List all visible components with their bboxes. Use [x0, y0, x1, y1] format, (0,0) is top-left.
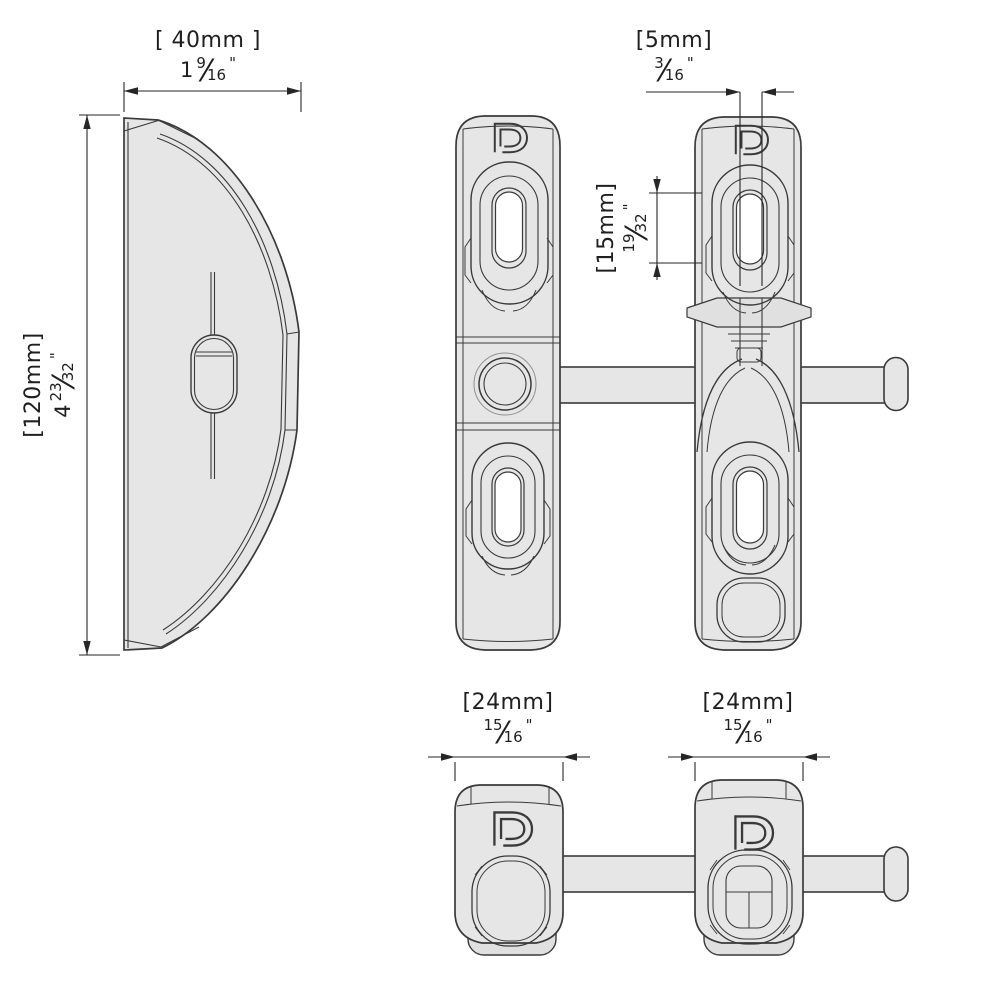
- dimension-depth-left-24: [428, 753, 590, 781]
- latch-knob: [478, 357, 532, 411]
- dim-width-40-metric: [ 40mm ]: [154, 28, 261, 53]
- keeper-side-recess: [707, 849, 793, 945]
- dim-depth-right-24-label: [24mm] 15⁄16": [668, 690, 828, 752]
- dimension-height-120: [79, 114, 120, 656]
- keeper-side-view: [694, 779, 804, 956]
- dim-depth-left-24-metric: [24mm]: [462, 690, 554, 715]
- dim-height-120-imperial: 423⁄32": [47, 352, 83, 418]
- dim-height-120-label: [120mm] 423⁄32": [21, 310, 83, 460]
- spindle-bottom-end-cap: [883, 846, 909, 902]
- latch-side-view: [454, 784, 564, 956]
- dim-slot-15-label: [15mm] 19⁄32": [594, 163, 656, 293]
- dim-slot-15-imperial: 19⁄32": [620, 203, 656, 253]
- dimension-width-40: [123, 82, 302, 112]
- latch-body: [455, 115, 561, 651]
- dimension-slot-15: [649, 176, 702, 280]
- latch-lower-boss: [471, 442, 545, 570]
- latch-upper-boss: [470, 161, 549, 305]
- keeper-lower-slot: [735, 470, 765, 544]
- dim-depth-left-24-imperial: 15⁄16": [483, 716, 533, 752]
- latch-upper-slot: [494, 191, 524, 263]
- dimension-depth-right-24: [668, 753, 830, 781]
- handle-outline: [123, 117, 300, 651]
- dim-depth-right-24-imperial: 15⁄16": [723, 716, 773, 752]
- keeper-upper-slot: [735, 193, 765, 265]
- latch-side-body: [454, 784, 564, 944]
- latch-front-view: [455, 115, 561, 651]
- dim-gap-5-imperial: 3⁄16": [654, 54, 694, 90]
- dim-height-120-metric: [120mm]: [21, 332, 46, 438]
- dimension-gap-5: [646, 88, 794, 286]
- keeper-front-view: [686, 116, 812, 651]
- dim-depth-left-24-label: [24mm] 15⁄16": [428, 690, 588, 752]
- keeper-bottom-recess: [716, 577, 786, 643]
- keeper-shoulders: [696, 358, 800, 453]
- keeper-side-body: [694, 779, 804, 944]
- keeper-upper-boss: [711, 164, 789, 306]
- keeper-lower-boss: [711, 441, 789, 575]
- spindle-end-cap: [883, 356, 909, 412]
- dim-slot-15-metric: [15mm]: [594, 182, 619, 274]
- latch-side-recess: [471, 855, 551, 947]
- dim-depth-right-24-metric: [24mm]: [702, 690, 794, 715]
- handle-profile-view: [123, 117, 300, 651]
- dim-gap-5-metric: [5mm]: [635, 28, 713, 53]
- latch-lower-slot: [494, 471, 522, 543]
- dim-gap-5-label: [5mm] 3⁄16": [604, 28, 744, 90]
- dimension-annotations: [79, 82, 830, 781]
- keeper-collar: [686, 297, 812, 328]
